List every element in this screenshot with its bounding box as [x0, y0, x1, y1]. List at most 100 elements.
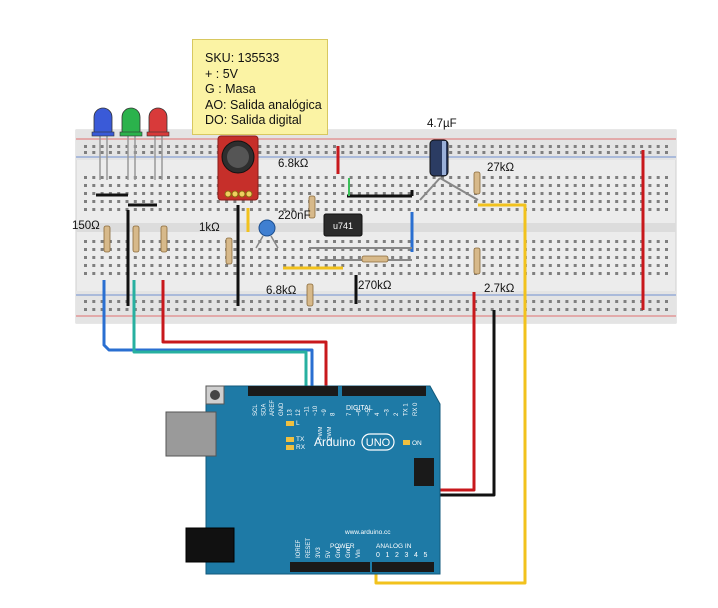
breadboard-hole: [449, 300, 453, 303]
breadboard-hole: [266, 176, 270, 179]
breadboard-hole: [208, 256, 212, 259]
label-2k7: 2.7kΩ: [484, 283, 515, 295]
breadboard-hole: [191, 176, 195, 179]
breadboard-hole: [266, 240, 270, 243]
breadboard-hole: [582, 248, 585, 251]
breadboard-hole: [283, 184, 287, 187]
breadboard-hole: [382, 248, 386, 251]
breadboard-hole: [582, 272, 585, 275]
breadboard-hole: [167, 272, 170, 275]
pin-label: 7: [347, 412, 353, 416]
breadboard-hole: [507, 300, 511, 303]
breadboard-hole: [465, 208, 469, 211]
breadboard-hole: [92, 184, 96, 187]
breadboard-hole: [308, 264, 312, 267]
breadboard-hole: [623, 208, 627, 211]
breadboard-hole: [449, 145, 453, 148]
breadboard-hole: [474, 151, 478, 154]
breadboard-hole: [183, 300, 187, 303]
breadboard-hole: [424, 200, 428, 203]
breadboard-hole: [407, 248, 411, 251]
breadboard-hole: [341, 184, 345, 187]
breadboard-hole: [440, 200, 444, 203]
breadboard-hole: [333, 264, 336, 267]
breadboard-hole: [507, 272, 511, 275]
breadboard-hole: [200, 208, 204, 211]
breadboard-hole: [540, 184, 544, 187]
breadboard-hole: [208, 248, 212, 251]
breadboard-hole: [233, 208, 237, 211]
breadboard-hole: [391, 200, 395, 203]
breadboard-hole: [424, 184, 428, 187]
breadboard-hole: [133, 272, 137, 275]
breadboard-hole: [548, 208, 552, 211]
breadboard-hole: [573, 300, 577, 303]
breadboard-hole: [366, 248, 370, 251]
breadboard-hole: [100, 272, 104, 275]
capacitor-220nf: [255, 219, 279, 249]
breadboard-hole: [648, 308, 652, 311]
breadboard-hole: [565, 184, 569, 187]
wire-gray-4: [419, 177, 441, 201]
power-header: [290, 562, 370, 572]
breadboard-hole: [548, 264, 552, 267]
breadboard-hole: [399, 151, 403, 154]
breadboard-hole: [515, 240, 519, 243]
breadboard-hole: [208, 264, 212, 267]
breadboard-hole: [465, 176, 469, 179]
opamp-label: u741: [333, 221, 353, 231]
breadboard-hole: [615, 151, 619, 154]
breadboard-hole: [191, 151, 195, 154]
breadboard-hole: [150, 272, 154, 275]
breadboard-hole: [117, 272, 121, 275]
breadboard-hole: [482, 264, 486, 267]
breadboard-hole: [208, 240, 212, 243]
breadboard-hole: [266, 308, 270, 311]
led-group: [91, 107, 170, 180]
breadboard-hole: [92, 300, 96, 303]
breadboard-hole: [258, 256, 262, 259]
breadboard-hole: [291, 300, 295, 303]
breadboard-hole: [349, 208, 353, 211]
breadboard-hole: [449, 151, 453, 154]
breadboard-hole: [258, 176, 262, 179]
breadboard-hole: [507, 256, 511, 259]
breadboard-hole: [291, 240, 295, 243]
breadboard-hole: [333, 192, 336, 195]
breadboard-hole: [407, 176, 411, 179]
breadboard-hole: [615, 176, 619, 179]
breadboard-hole: [374, 272, 378, 275]
breadboard-hole: [606, 248, 610, 251]
breadboard-hole: [299, 264, 303, 267]
breadboard-hole: [382, 240, 386, 243]
breadboard-hole: [606, 272, 610, 275]
sensor-pin-ao: [238, 190, 246, 198]
sensor-info-note: SKU: 135533 + : 5V G : Masa AO: Salida a…: [192, 39, 328, 135]
breadboard-hole: [424, 300, 428, 303]
breadboard-hole: [175, 300, 179, 303]
breadboard-hole: [465, 248, 469, 251]
breadboard-hole: [92, 308, 96, 311]
breadboard-hole: [532, 272, 536, 275]
breadboard-hole: [250, 264, 253, 267]
breadboard-hole: [216, 200, 220, 203]
breadboard-hole: [241, 200, 245, 203]
led-rim: [146, 131, 170, 137]
breadboard-hole: [399, 192, 403, 195]
resistor-6k8-bottom: [306, 283, 314, 307]
pin-label: ~6: [356, 408, 362, 416]
rx-label: RX: [296, 444, 306, 451]
breadboard-hole: [573, 192, 577, 195]
breadboard-hole: [399, 200, 403, 203]
breadboard-hole: [432, 240, 436, 243]
breadboard-hole: [133, 200, 137, 203]
pin-label: TX 1: [403, 403, 409, 416]
breadboard-hole: [333, 145, 336, 148]
breadboard-hole: [482, 151, 486, 154]
breadboard-hole: [499, 300, 502, 303]
breadboard-hole: [341, 272, 345, 275]
pin-label: ~11: [305, 406, 311, 416]
breadboard-hole: [582, 256, 585, 259]
breadboard-hole: [615, 145, 619, 148]
